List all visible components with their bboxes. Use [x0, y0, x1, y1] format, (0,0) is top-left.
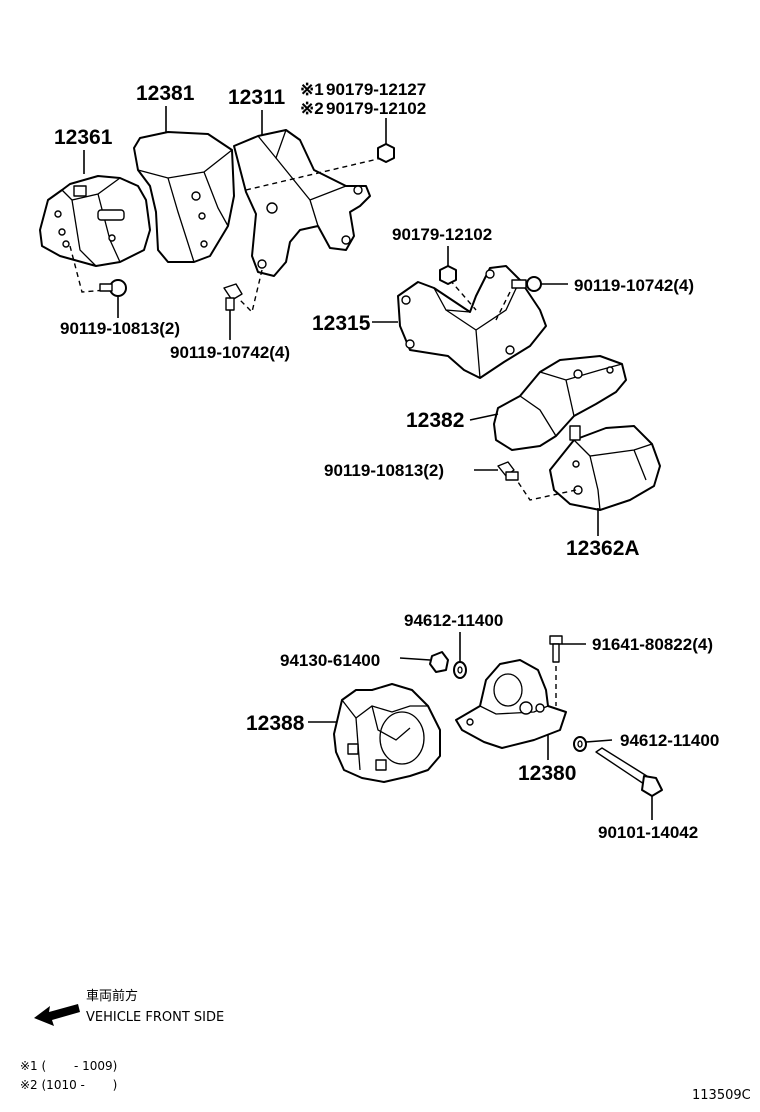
part-12362A-illustration	[517, 425, 661, 511]
part-12388-illustration	[333, 683, 441, 783]
figure-id: 113509C	[692, 1088, 751, 1103]
bolt-90119-10742-left	[223, 283, 243, 311]
part-12381-illustration	[133, 131, 235, 263]
part-12311-illustration	[233, 129, 383, 314]
ref1-mark: ※1	[300, 80, 324, 99]
label-94612-11400-lower: 94612-11400	[620, 731, 719, 750]
nut-90179-lower	[439, 265, 457, 285]
label-12382: 12382	[406, 409, 464, 432]
label-12388: 12388	[246, 712, 305, 735]
label-90179-12127: 90179-12127	[326, 80, 426, 99]
bolt-90119-10813-upper	[99, 279, 127, 297]
footnote-2: ※2 (1010 - )	[20, 1078, 117, 1092]
label-90179-12102-ref: 90179-12102	[326, 99, 426, 118]
label-12362A: 12362A	[566, 537, 640, 560]
label-12381: 12381	[136, 82, 195, 105]
label-90119-10813-upper: 90119-10813(2)	[60, 319, 180, 338]
part-12361-illustration	[39, 175, 151, 293]
label-94130-61400: 94130-61400	[280, 651, 380, 670]
label-90119-10742-right: 90119-10742(4)	[574, 276, 694, 295]
label-90179-12102: 90179-12102	[392, 225, 492, 244]
washer-94612-upper	[453, 661, 467, 679]
nut-94130-61400	[429, 651, 449, 673]
bolt-90101-14042	[595, 747, 663, 797]
part-12380-illustration	[455, 659, 567, 749]
washer-94612-lower	[573, 736, 587, 752]
direction-label-en: VEHICLE FRONT SIDE	[86, 1010, 224, 1025]
direction-label-jp: 車両前方	[86, 988, 138, 1004]
label-12361: 12361	[54, 126, 113, 149]
bolt-91641-80822	[549, 635, 563, 663]
label-90119-10813-lower: 90119-10813(2)	[324, 461, 444, 480]
label-94612-11400-upper: 94612-11400	[404, 611, 503, 630]
label-12311: 12311	[228, 86, 286, 109]
label-12380: 12380	[518, 762, 576, 785]
footnote-1: ※1 ( - 1009)	[20, 1059, 117, 1073]
label-91641-80822: 91641-80822(4)	[592, 635, 713, 654]
vehicle-front-arrow-icon	[34, 1004, 80, 1026]
ref2-mark: ※2	[300, 99, 324, 118]
label-90101-14042: 90101-14042	[598, 823, 698, 842]
bolt-90119-10813-lower	[497, 461, 519, 481]
label-90119-10742-left: 90119-10742(4)	[170, 343, 290, 362]
part-12315-illustration	[397, 265, 547, 379]
nut-90179-upper	[377, 143, 395, 163]
part-12382-illustration	[493, 355, 627, 451]
label-12315: 12315	[312, 312, 371, 335]
